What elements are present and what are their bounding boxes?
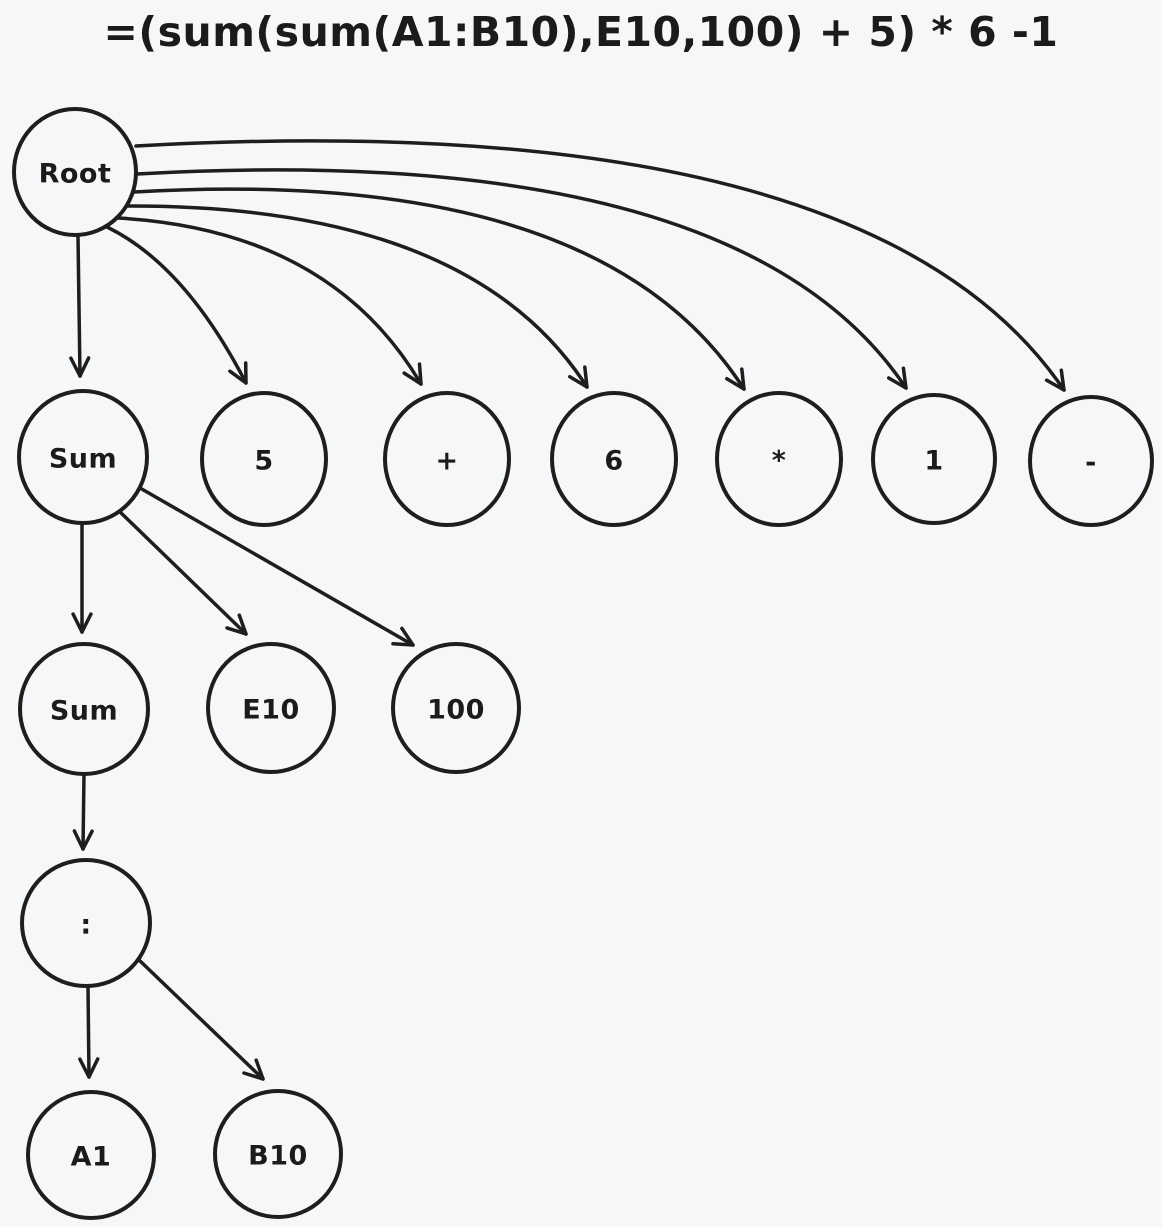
- node-circle: [383, 391, 511, 527]
- edge-root-num5: [105, 225, 248, 385]
- node-circle: [1028, 395, 1154, 527]
- node-minus: -: [1028, 395, 1154, 527]
- edge-root-sum1: [69, 234, 91, 378]
- edge-line: [132, 187, 746, 391]
- node-circle: [20, 858, 152, 988]
- edge-sum1-e10: [115, 507, 248, 636]
- node-star-label: *: [772, 446, 787, 477]
- node-minus-label: -: [1085, 448, 1097, 479]
- node-circle: [550, 391, 678, 527]
- arrowhead-icon: [1044, 368, 1066, 392]
- node-plus: +: [383, 391, 511, 527]
- node-circle: [213, 1089, 343, 1219]
- edge-line: [86, 984, 91, 1079]
- node-e10-label: E10: [242, 695, 300, 726]
- edge-root-plus: [116, 216, 423, 386]
- node-plus-label: +: [435, 446, 458, 477]
- node-sum2: Sum: [18, 642, 150, 776]
- edge-line: [81, 772, 86, 851]
- arrowhead-icon: [72, 829, 94, 851]
- node-circle: [26, 1090, 156, 1220]
- arrowhead-icon: [71, 612, 93, 634]
- node-circle: [12, 107, 138, 237]
- node-b10-label: B10: [248, 1141, 308, 1172]
- edge-root-minus: [134, 139, 1066, 392]
- node-a1-label: A1: [71, 1142, 112, 1173]
- node-circle: [17, 389, 149, 525]
- arrowhead-icon: [391, 626, 415, 647]
- node-circle: [200, 391, 328, 527]
- arrowhead-icon: [402, 362, 423, 386]
- node-num6: 6: [550, 391, 678, 527]
- node-e10: E10: [206, 642, 336, 774]
- edge-root-num1: [135, 168, 908, 390]
- edge-line: [134, 139, 1066, 392]
- arrowhead-icon: [69, 356, 91, 378]
- arrowhead-icon: [78, 1057, 100, 1079]
- node-num100: 100: [391, 642, 521, 774]
- node-circle: [391, 642, 521, 774]
- node-root: Root: [12, 107, 138, 237]
- edge-line: [138, 486, 415, 647]
- node-sum1-label: Sum: [49, 444, 117, 475]
- node-circle: [871, 393, 997, 525]
- node-circle: [18, 642, 150, 776]
- node-star: *: [715, 391, 843, 527]
- arrowhead-icon: [225, 613, 248, 636]
- edge-sum1-num100: [138, 486, 415, 647]
- edge-line: [115, 507, 248, 636]
- node-sum1: Sum: [17, 389, 149, 525]
- node-circle: [206, 642, 336, 774]
- node-num5-label: 5: [254, 446, 273, 477]
- edge-line: [126, 204, 589, 389]
- edge-root-star: [132, 187, 746, 391]
- edge-sum1-sum2: [71, 521, 93, 634]
- edge-line: [76, 234, 82, 378]
- edge-colon-b10: [136, 957, 265, 1081]
- node-num5: 5: [200, 391, 328, 527]
- node-colon: :: [20, 858, 152, 988]
- arrowhead-icon: [886, 366, 908, 390]
- edge-sum2-colon: [72, 772, 94, 851]
- edge-line: [116, 216, 423, 386]
- formula-title: =(sum(sum(A1:B10),E10,100) + 5) * 6 -1: [103, 8, 1059, 56]
- edge-colon-a1: [78, 984, 100, 1079]
- node-num1: 1: [871, 393, 997, 525]
- arrowhead-icon: [725, 367, 746, 391]
- node-colon-label: :: [80, 910, 91, 941]
- node-b10: B10: [213, 1089, 343, 1219]
- node-a1: A1: [26, 1090, 156, 1220]
- node-num6-label: 6: [604, 446, 623, 477]
- node-circle: [715, 391, 843, 527]
- edge-line: [136, 957, 265, 1081]
- edge-line: [105, 225, 248, 385]
- node-num1-label: 1: [924, 446, 943, 477]
- edge-root-num6: [126, 204, 589, 389]
- arrowhead-icon: [568, 365, 589, 389]
- node-num100-label: 100: [427, 695, 485, 726]
- arrowhead-icon: [242, 1058, 265, 1081]
- node-sum2-label: Sum: [50, 696, 118, 727]
- edge-line: [135, 168, 908, 390]
- node-root-label: Root: [39, 159, 112, 190]
- arrowhead-icon: [228, 361, 248, 385]
